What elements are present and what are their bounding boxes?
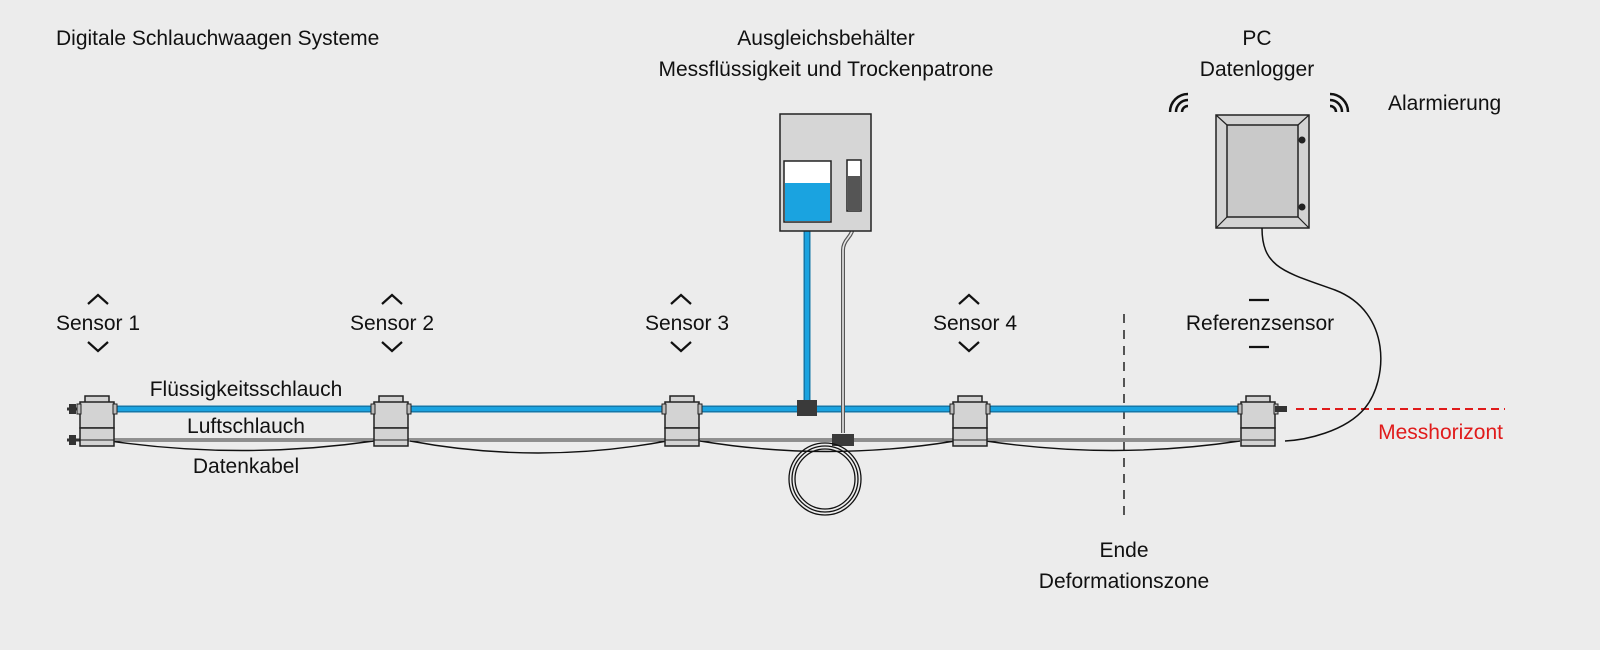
reservoir-label-line1: Ausgleichsbehälter [737, 27, 914, 50]
liquid-hose-label: Flüssigkeitsschlauch [150, 378, 343, 401]
sensor-2 [370, 395, 412, 447]
sensor-3-down-arrow-icon [670, 341, 692, 353]
sensor-4-up-arrow-icon [958, 293, 980, 305]
reservoir-label-line2: Messflüssigkeit und Trockenpatrone [658, 58, 993, 81]
sensor-4 [949, 395, 991, 447]
wireless-left-icon [1168, 92, 1189, 113]
sensor-3-up-arrow-icon [670, 293, 692, 305]
sensor-3-label: Sensor 3 [645, 312, 729, 335]
pc-label-line1: PC [1242, 27, 1271, 50]
air-hose-label: Luftschlauch [187, 415, 305, 438]
end-zone-label-line2: Deformationszone [1039, 570, 1209, 593]
datalogger-cable [1261, 227, 1382, 442]
sensor-4-down-arrow-icon [958, 341, 980, 353]
wireless-right-icon [1329, 92, 1350, 113]
reference-sensor-label: Referenzsensor [1186, 312, 1334, 335]
datalogger-cabinet [1215, 114, 1310, 229]
measurement-horizon-label: Messhorizont [1378, 421, 1503, 444]
liquid-tee-connector [797, 400, 817, 416]
sensor-1-down-arrow-icon [87, 341, 109, 353]
end-zone-label-line1: Ende [1099, 539, 1148, 562]
reference-sensor [1237, 395, 1287, 447]
sensor-1 [67, 395, 118, 447]
reservoir-box [779, 113, 872, 232]
air-tee-connector [832, 434, 854, 446]
air-riser [841, 212, 855, 433]
sensor-4-label: Sensor 4 [933, 312, 1017, 335]
pc-label-line2: Datenlogger [1200, 58, 1314, 81]
hose-coil [788, 442, 862, 516]
sensor-2-down-arrow-icon [381, 341, 403, 353]
alarm-label: Alarmierung [1388, 92, 1501, 115]
liquid-level [785, 183, 830, 221]
diagram-title: Digitale Schlauchwaagen Systeme [56, 27, 379, 50]
sensor-3 [661, 395, 703, 447]
sensor-2-up-arrow-icon [381, 293, 403, 305]
data-cable [109, 440, 1241, 454]
sensor-1-label: Sensor 1 [56, 312, 140, 335]
data-cable-label: Datenkabel [193, 455, 299, 478]
sensor-1-up-arrow-icon [87, 293, 109, 305]
sensor-2-label: Sensor 2 [350, 312, 434, 335]
